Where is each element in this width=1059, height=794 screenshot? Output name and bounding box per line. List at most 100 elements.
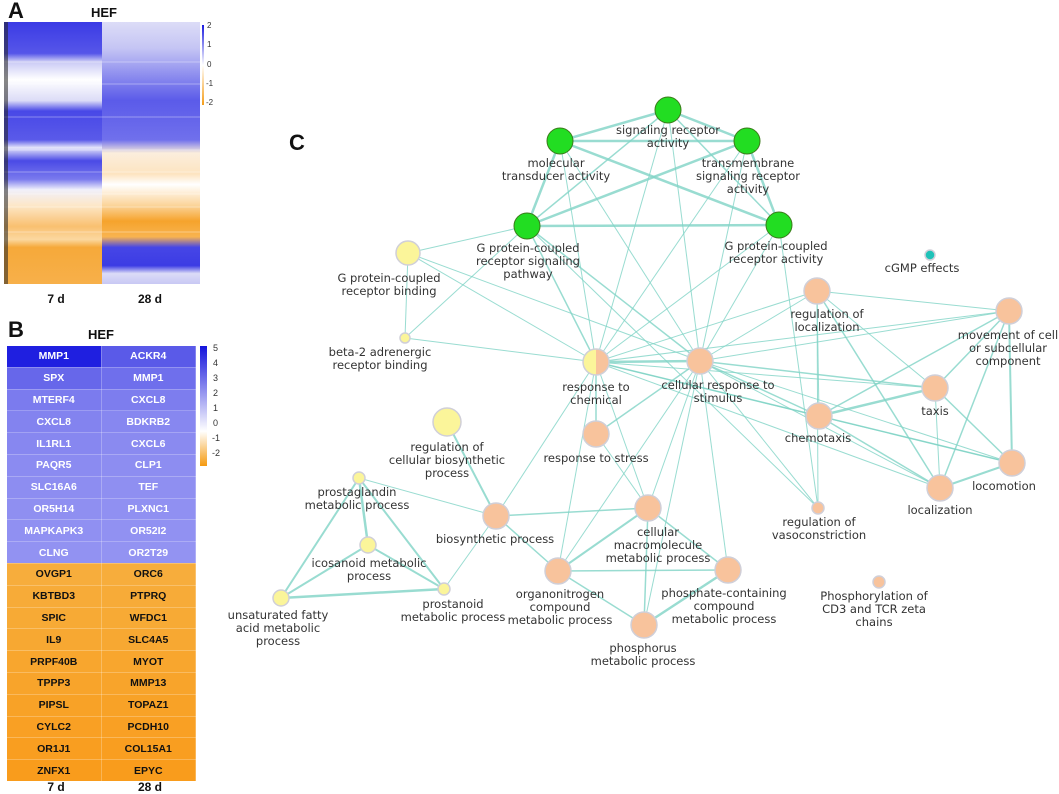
network-edge <box>446 421 497 517</box>
node-label: signaling receptor <box>696 169 800 183</box>
node-label: transmembrane <box>702 156 794 170</box>
gene-cell: ZNFX1 <box>6 759 102 782</box>
network-edge <box>934 387 1013 464</box>
node-circle <box>654 96 682 124</box>
network-edge <box>526 225 597 363</box>
network-edge <box>404 337 597 363</box>
node-circle <box>630 611 658 639</box>
node-label: component <box>975 354 1041 368</box>
node-label: process <box>347 569 391 583</box>
network-edge <box>595 361 941 489</box>
network-edge <box>595 310 1010 363</box>
node-label: signaling receptor <box>616 123 720 137</box>
node-label: transducer activity <box>502 169 611 183</box>
network-edge <box>367 544 445 590</box>
network-edge <box>495 507 649 517</box>
node-label: G protein-coupled <box>337 271 440 285</box>
network-edge <box>557 360 701 572</box>
gene-cell: ORC6 <box>100 562 196 586</box>
network-edge <box>818 415 941 489</box>
panel-b-letter: B <box>8 317 24 342</box>
network-edge <box>559 140 597 363</box>
node-circle <box>686 347 714 375</box>
node-label: CD3 and TCR zeta <box>822 602 926 616</box>
node-circle <box>811 501 825 515</box>
node-label: chains <box>855 615 892 629</box>
panel-b-scale-tick: 1 <box>213 403 219 413</box>
node-circle <box>924 249 936 261</box>
network-edge <box>280 587 445 600</box>
node-circle <box>482 502 510 530</box>
network-edge <box>939 310 1010 489</box>
network-edge <box>358 477 497 517</box>
panel-a-letter: A <box>8 0 24 23</box>
node-label: taxis <box>921 404 949 418</box>
gene-cell: MMP13 <box>100 671 196 695</box>
panel-b-scale-tick: -2 <box>212 448 221 458</box>
node-label: response to <box>562 380 629 394</box>
node-label: activity <box>647 136 690 150</box>
network-edge <box>557 570 645 626</box>
network-node-taxis: taxis <box>921 374 949 418</box>
network-edge <box>595 224 780 363</box>
network-edge <box>667 109 701 362</box>
node-label: response to stress <box>543 451 648 465</box>
node-label: cellular response to <box>661 378 774 392</box>
node-label: metabolic process <box>401 610 506 624</box>
panel-b-title: HEF <box>88 327 114 342</box>
panel-a-col-28d: 28 d <box>137 292 162 306</box>
gene-cell: SLC16A6 <box>6 475 102 499</box>
network-edge <box>934 310 1010 389</box>
gene-cell: CXCL8 <box>6 410 102 434</box>
node-label: activity <box>727 182 770 196</box>
panel-b-scale-tick: 0 <box>213 418 219 428</box>
network-edge <box>407 225 528 254</box>
node-circle <box>805 402 833 430</box>
node-circle <box>359 536 377 554</box>
network-edge <box>526 225 819 509</box>
network-edge <box>595 290 818 363</box>
panel-b-scale-tick: 5 <box>213 343 219 353</box>
gene-cell: OR52I2 <box>100 519 196 543</box>
node-label: receptor binding <box>341 284 436 298</box>
node-label: icosanoid metabolic <box>312 556 427 570</box>
gene-cell: BDKRB2 <box>100 410 196 434</box>
node-circle <box>803 277 831 305</box>
node-circle <box>872 575 886 589</box>
node-circle <box>765 211 793 239</box>
panel-b-col-7d: 7 d <box>47 780 65 794</box>
node-label: organonitrogen <box>516 587 604 601</box>
gene-cell: PAQR5 <box>6 453 102 477</box>
network-edge <box>643 360 701 626</box>
network-node-loco: locomotion <box>972 449 1036 493</box>
panel-c-letter: C <box>289 130 305 155</box>
network-edge <box>357 477 370 546</box>
gene-cell: MYOT <box>100 650 196 673</box>
node-label: metabolic process <box>591 654 696 668</box>
node-circle <box>714 556 742 584</box>
gene-cell: OR1J1 <box>6 737 102 761</box>
panel-b-scale-tick: 2 <box>213 388 219 398</box>
network-node-loc: localization <box>907 474 973 517</box>
node-label: vasoconstriction <box>772 528 866 542</box>
network-edge <box>816 290 941 489</box>
node-circle <box>921 374 949 402</box>
network-edge <box>526 223 780 228</box>
network-node-bp: biosynthetic process <box>436 502 554 546</box>
network-edge <box>526 139 748 228</box>
gene-cell: CLP1 <box>100 453 196 477</box>
network-edge <box>595 359 701 364</box>
panel-a-heatmap <box>4 22 204 284</box>
gene-cell: MTERF4 <box>6 388 102 412</box>
node-label: localization <box>907 503 972 517</box>
node-label: macromolecule <box>614 538 702 552</box>
